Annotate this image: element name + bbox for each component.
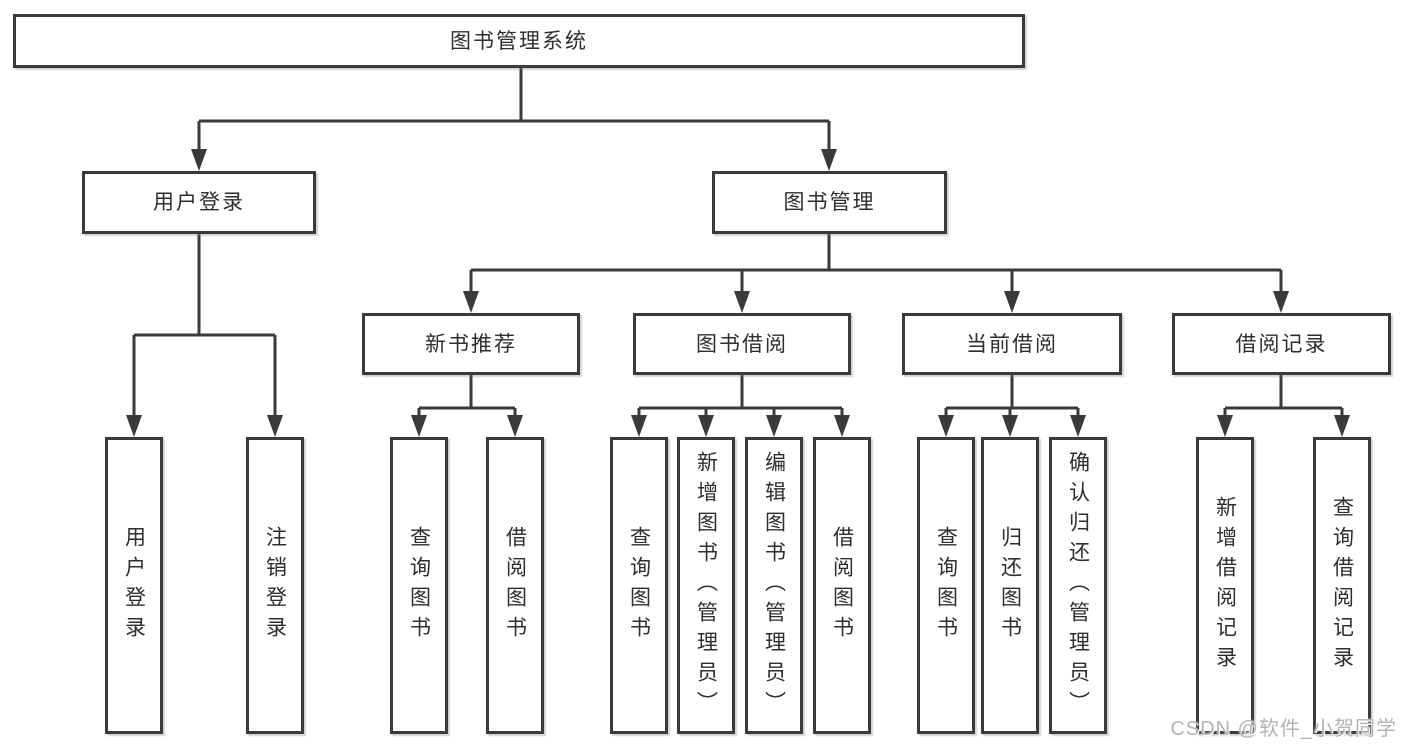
- node-query-borrow-record: 查询借阅记录: [1313, 437, 1371, 734]
- csdn-watermark: CSDN @软件_小贺同学: [1170, 718, 1397, 740]
- connector-borrow-records: [1223, 375, 1344, 417]
- node-label: 借阅图书: [830, 525, 854, 646]
- node-borrow-books-newbooks: 借阅图书: [486, 437, 544, 734]
- node-label: 用户登录: [153, 191, 245, 214]
- node-label: 借阅图书: [503, 525, 527, 646]
- node-borrow-books-leaf: 借阅图书: [813, 437, 871, 734]
- arrowhead-icon: [1334, 415, 1350, 437]
- node-confirm-return-admin: 确认归还（管理员）: [1049, 437, 1107, 734]
- arrowhead-icon: [411, 415, 427, 437]
- arrowhead-icon: [267, 415, 283, 437]
- arrowhead-icon: [1070, 415, 1086, 437]
- node-add-books-admin: 新增图书（管理员）: [677, 437, 735, 734]
- arrowhead-icon: [938, 415, 954, 437]
- arrowhead-icon: [463, 291, 479, 313]
- connector-root: [197, 68, 831, 151]
- node-label: 用户登录: [122, 525, 146, 646]
- node-logout-leaf: 注销登录: [246, 437, 304, 734]
- node-current-borrowing: 当前借阅: [902, 313, 1122, 375]
- node-user-login: 用户登录: [82, 171, 316, 234]
- node-system-root: 图书管理系统: [13, 14, 1025, 68]
- node-label: 当前借阅: [966, 332, 1058, 356]
- arrowhead-icon: [191, 149, 207, 171]
- node-label: 新增借阅记录: [1213, 495, 1237, 676]
- node-label: 新书推荐: [425, 332, 517, 356]
- node-label: 图书管理系统: [450, 29, 588, 53]
- node-label: 归还图书: [998, 525, 1022, 646]
- node-label: 查询借阅记录: [1330, 495, 1354, 676]
- arrowhead-icon: [821, 149, 837, 171]
- connector-current-borrow: [944, 375, 1080, 417]
- node-label: 新增图书（管理员）: [694, 450, 718, 721]
- node-label: 图书借阅: [696, 332, 788, 356]
- node-label: 查询图书: [934, 525, 958, 646]
- node-label: 借阅记录: [1235, 332, 1328, 356]
- connector-book-mgmt: [469, 234, 1283, 293]
- node-borrow-records: 借阅记录: [1172, 313, 1391, 375]
- node-book-management: 图书管理: [712, 171, 947, 234]
- node-label: 编辑图书（管理员）: [762, 450, 786, 721]
- arrowhead-icon: [126, 415, 142, 437]
- node-label: 图书管理: [783, 191, 876, 214]
- node-label: 确认归还（管理员）: [1066, 450, 1090, 721]
- node-label: 查询图书: [627, 525, 651, 646]
- connector-new-books: [417, 375, 517, 417]
- node-add-borrow-record: 新增借阅记录: [1196, 437, 1254, 734]
- node-label: 注销登录: [263, 525, 287, 646]
- arrowhead-icon: [631, 415, 647, 437]
- node-book-borrowing: 图书借阅: [633, 313, 851, 375]
- node-return-books: 归还图书: [981, 437, 1039, 734]
- node-edit-books-admin: 编辑图书（管理员）: [745, 437, 803, 734]
- arrowhead-icon: [834, 415, 850, 437]
- arrowhead-icon: [698, 415, 714, 437]
- arrowhead-icon: [1002, 415, 1018, 437]
- arrowhead-icon: [766, 415, 782, 437]
- arrowhead-icon: [734, 291, 750, 313]
- node-query-books-newbooks: 查询图书: [390, 437, 448, 734]
- arrowhead-icon: [1004, 291, 1020, 313]
- node-query-books-current: 查询图书: [917, 437, 975, 734]
- connector-book-borrow: [637, 375, 844, 417]
- node-new-book-recommend: 新书推荐: [362, 313, 580, 375]
- node-user-login-leaf: 用户登录: [105, 437, 163, 734]
- node-label: 查询图书: [407, 525, 431, 646]
- arrowhead-icon: [1273, 291, 1289, 313]
- arrowhead-icon: [1217, 415, 1233, 437]
- arrowhead-icon: [507, 415, 523, 437]
- node-query-books-borrow: 查询图书: [610, 437, 668, 734]
- connector-user-login: [132, 234, 277, 417]
